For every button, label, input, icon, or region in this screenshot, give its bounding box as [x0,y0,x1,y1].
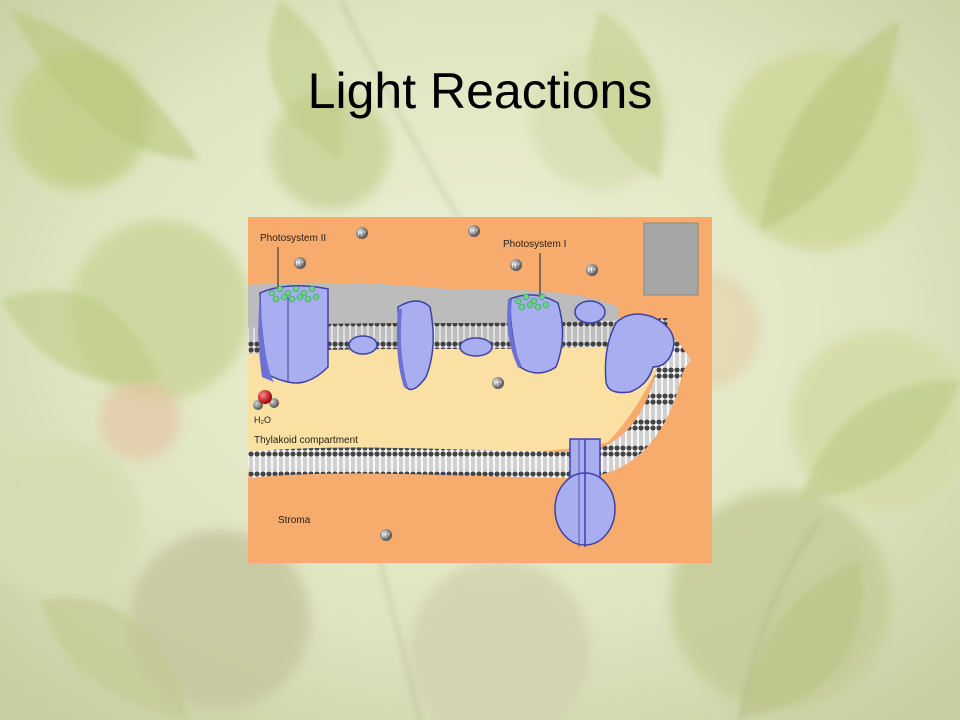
gray-box [643,222,699,296]
plastoquinone [348,335,378,355]
svg-text:H⁺: H⁺ [512,263,521,270]
nadp-reductase [604,313,675,394]
slide-title: Light Reactions [307,63,653,119]
water-label: H₂O [254,415,271,425]
atp-synthase [554,438,616,547]
proton-h-plus: H⁺ [356,227,368,239]
photosystem-ii-label: Photosystem II [260,233,326,244]
proton-h-plus: H⁺ [492,377,504,389]
plastocyanin [459,337,493,357]
svg-text:H⁺: H⁺ [588,268,597,275]
proton-h-plus: H⁺ [510,259,522,271]
proton-h-plus: H⁺ [380,529,392,541]
proton-h-plus: H⁺ [468,225,480,237]
photosystem-i [507,293,564,374]
svg-text:H⁺: H⁺ [358,231,367,238]
svg-text:H⁺: H⁺ [296,261,305,268]
stroma-label: Stroma [278,515,311,526]
ferredoxin [574,300,606,324]
svg-text:H⁺: H⁺ [382,533,391,540]
proton-h-plus: H⁺ [294,257,306,269]
thylakoid-diagram: H⁺ H⁺ H⁺ H⁺ H⁺ H⁺ H⁺ Photosystem II Phot… [248,217,712,563]
photosystem-ii [258,285,329,384]
photosystem-i-label: Photosystem I [503,239,566,250]
water-molecule [253,390,279,410]
svg-text:H⁺: H⁺ [494,381,503,388]
svg-text:H⁺: H⁺ [470,229,479,236]
proton-h-plus: H⁺ [586,264,598,276]
thylakoid-compartment-label: Thylakoid compartment [254,435,358,446]
